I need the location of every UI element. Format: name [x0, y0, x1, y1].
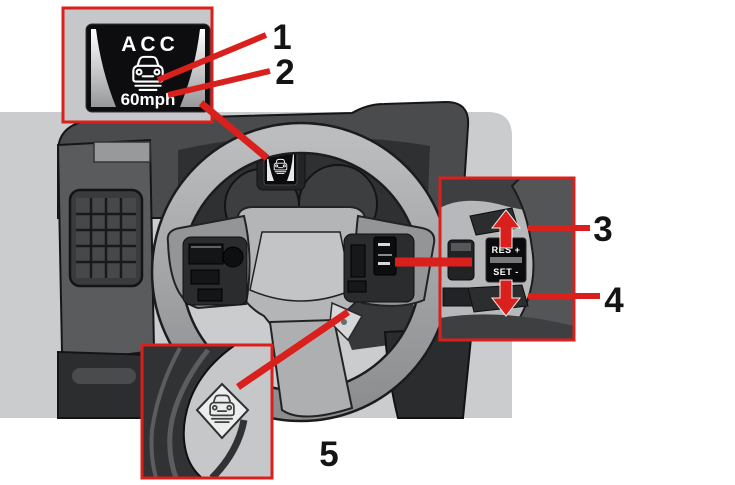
spoke-zoom-bottom-shadow: [440, 314, 574, 340]
wheel-lower-cover: [268, 318, 354, 418]
leader-line-2: [167, 68, 271, 98]
res-button-label: RES +: [492, 245, 521, 255]
spoke-dial: [222, 246, 244, 268]
dash-pocket: [72, 368, 136, 384]
callout-box-spoke: RES + SET -: [438, 176, 576, 342]
leader-line-5: [236, 309, 350, 390]
stalk-callout-frame: [140, 343, 274, 480]
leader-line-display-to-cluster: [198, 100, 270, 161]
airbag-cover: [249, 231, 353, 302]
steering-wheel: [150, 121, 452, 423]
acc-display-title: ACC: [121, 33, 179, 56]
callout-number-2: 2: [275, 53, 294, 92]
mini-display-right-sail: [287, 154, 294, 181]
rocker-text-mark: [378, 243, 390, 246]
spoke-button: [190, 269, 220, 285]
callout-box-stalk: [140, 343, 274, 480]
stalk-lower-edge: [209, 419, 248, 478]
spoke-button: [197, 288, 223, 302]
display-left-sail: [91, 29, 116, 107]
rocker-text-mark: [378, 262, 390, 265]
callout-number-1: 1: [272, 18, 291, 57]
acc-set-speed: 60mph: [121, 90, 176, 109]
callout-number-3: 3: [593, 210, 612, 249]
lower-dash-panel: [57, 350, 154, 419]
rocker-divider-mark: [378, 254, 392, 256]
stalk-ridge-line: [149, 347, 182, 478]
stalk-ridge-line: [167, 348, 210, 478]
spoke-button: [350, 244, 366, 278]
dash-trim-strip: [93, 141, 151, 163]
red-up-arrow-icon: [490, 209, 522, 249]
red-down-arrow-icon: [490, 279, 522, 317]
callout-number-4: 4: [604, 281, 624, 320]
spoke-button: [347, 280, 367, 293]
button-highlight: [451, 243, 471, 251]
mini-display-left-sail: [267, 154, 274, 181]
vent-grid-lines: [76, 198, 136, 278]
leader-line-1: [156, 32, 268, 83]
set-button-label: SET -: [493, 267, 519, 277]
rocker-divider: [490, 257, 522, 263]
stalk-button-mark: [341, 319, 347, 325]
callout-number-5: 5: [319, 435, 338, 474]
leader-lines: [156, 32, 600, 390]
